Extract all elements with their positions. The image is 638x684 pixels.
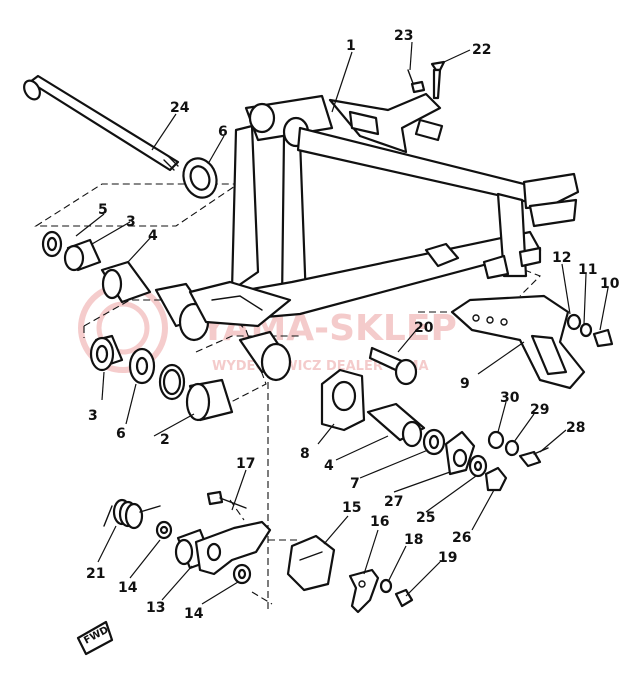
collar-right [366,402,426,448]
collar-top [100,260,152,304]
callout-15: 15 [342,500,361,516]
plate-27 [444,430,476,476]
callout-10: 10 [600,276,620,292]
bolt-20 [368,346,418,386]
lockwasher-29 [504,439,520,457]
callout-16: 16 [370,514,389,530]
flange-bushing [185,378,234,422]
callout-9: 9 [460,376,470,392]
callout-22: 22 [472,42,491,58]
washer-14-right [232,563,252,585]
callout-11: 11 [578,262,597,278]
callout-28: 28 [566,420,585,436]
callout-13: 13 [146,600,165,616]
callout-3-top: 3 [126,214,136,230]
swingarm-frame [188,92,580,328]
callout-24: 24 [170,100,190,116]
callout-25: 25 [416,510,435,526]
callout-12: 12 [552,250,571,266]
callout-20: 20 [414,320,434,336]
oil-seal-bottom [128,347,156,385]
callout-14-right: 14 [184,606,204,622]
leader-lines [75,41,609,605]
callout-30: 30 [500,390,520,406]
brake-pedal-arm [174,520,272,576]
bracket-16 [348,568,380,614]
washer-25 [468,454,488,478]
thrust-washer [41,230,63,258]
pivot-shaft [23,74,180,172]
washer-30 [487,430,505,450]
callout-21: 21 [86,566,105,582]
callout-14-left: 14 [118,580,138,596]
swingarm-pivot-right [238,330,292,382]
return-spring [103,498,161,530]
damper-block [320,368,366,432]
screw-23 [407,69,426,94]
footrest-bracket [450,294,586,390]
callout-29: 29 [530,402,549,418]
washer-14-left [155,520,173,540]
nut-26 [484,466,508,492]
callout-2: 2 [160,432,170,448]
bolt-28 [518,447,549,468]
bushing-bottom [89,334,124,372]
callout-4-right: 4 [324,458,334,474]
callout-18: 18 [404,532,423,548]
callout-1: 1 [346,38,356,54]
callout-5: 5 [98,202,108,218]
oil-seal-top [182,157,218,199]
bolt-17 [206,490,247,509]
callout-3-bottom: 3 [88,408,98,424]
callout-27: 27 [384,494,403,510]
callout-7: 7 [350,476,360,492]
washer-7 [422,428,446,456]
washer-bottom [158,363,186,401]
callouts: 1 2 3 3 4 4 5 6 6 7 8 9 10 11 12 13 14 1… [86,28,620,622]
callout-19: 19 [438,550,457,566]
bushing-top [63,238,102,272]
lockwasher-11 [579,322,593,338]
callout-6-top: 6 [218,124,228,140]
callout-4-left: 4 [148,228,158,244]
callout-8: 8 [300,446,310,462]
bolt-10 [592,328,614,348]
bolt-22 [430,60,446,100]
callout-26: 26 [452,530,471,546]
callout-17: 17 [236,456,255,472]
cover-15 [286,534,336,592]
forward-arrow-icon: FWD [76,620,114,656]
callout-23: 23 [394,28,413,44]
washer-18 [379,578,393,594]
washer-12 [566,313,582,331]
callout-6-bottom: 6 [116,426,126,442]
